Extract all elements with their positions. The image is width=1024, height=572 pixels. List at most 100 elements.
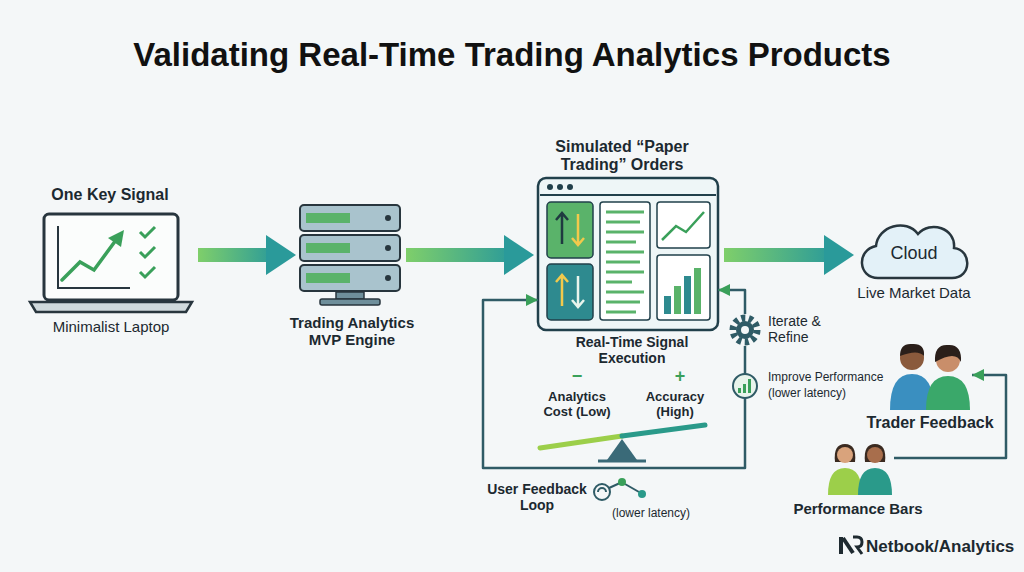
dashboard-illustration-part	[556, 275, 568, 306]
logo-mark-part	[843, 538, 853, 553]
laptop-illustration-part	[140, 267, 155, 277]
laptop-illustration-part	[140, 227, 155, 237]
diagram-node: Iterate & Refine	[729, 314, 761, 346]
dashboard-illustration-part	[664, 296, 671, 314]
node-label: Trading Analytics MVP Engine	[277, 314, 427, 349]
feedback-icon-part	[618, 478, 626, 486]
node-label: Iterate & Refine	[768, 313, 848, 345]
feedback-icon-part	[594, 484, 610, 500]
gear-icon-part	[733, 318, 757, 342]
feedback-icon-part	[598, 488, 606, 492]
diagram-node: Improve Performance(lower latency)	[733, 374, 757, 398]
dashboard-illustration	[538, 178, 718, 330]
balance-seesaw-part	[607, 439, 637, 460]
feedback-icon	[594, 478, 646, 500]
diagram-node: Trader Feedback	[888, 340, 972, 410]
performance-icon-part	[733, 374, 757, 398]
free-label: Netbook/Analytics	[866, 537, 1016, 557]
performance-people-part	[828, 468, 862, 495]
dashboard-illustration-part	[557, 184, 563, 190]
performance-icon-part	[748, 379, 751, 393]
trader-people-part	[935, 345, 961, 362]
loop-connector	[718, 290, 745, 314]
server-illustration-part	[306, 273, 350, 283]
server-illustration-part	[336, 292, 364, 299]
dashboard-illustration-part	[657, 255, 710, 320]
dashboard-illustration-part	[606, 212, 644, 312]
server-illustration-part	[306, 243, 350, 253]
laptop-illustration-part	[44, 214, 178, 300]
node-label: Live Market Data	[839, 284, 989, 301]
server-illustration-part	[306, 213, 350, 223]
performance-people-part	[867, 447, 883, 463]
dashboard-illustration-part	[547, 184, 553, 190]
laptop-illustration-part	[108, 230, 124, 247]
laptop-illustration	[30, 214, 192, 312]
laptop-illustration-part	[140, 247, 155, 257]
diagram-node: Simulated “Paper Trading” OrdersReal-Tim…	[538, 178, 718, 330]
gear-icon-part	[736, 321, 754, 339]
cloud-illustration-part	[862, 225, 967, 278]
free-label: User Feedback Loop	[482, 481, 592, 513]
dashboard-illustration-part	[556, 213, 568, 244]
dashboard-illustration-part	[540, 194, 716, 196]
performance-people-part	[837, 447, 853, 463]
dashboard-illustration-part	[600, 202, 650, 320]
laptop-illustration-part	[30, 302, 192, 312]
logo-mark	[839, 537, 862, 554]
dashboard-illustration-part	[657, 202, 710, 248]
dashboard-illustration-part	[684, 276, 691, 314]
node-label: Trader Feedback	[863, 414, 997, 432]
balance-seesaw-part	[598, 460, 646, 463]
feedback-icon-part	[609, 483, 620, 488]
balance-seesaw-part	[540, 436, 622, 448]
server-illustration	[300, 205, 400, 305]
logo-mark-part	[853, 537, 862, 554]
dashboard-illustration-part	[572, 276, 584, 307]
balance-seesaw	[540, 425, 705, 461]
trader-people-part	[926, 376, 970, 410]
node-label: Real-Time Signal Execution	[557, 334, 707, 366]
trader-people	[890, 344, 970, 410]
laptop-illustration-part	[62, 240, 116, 280]
diagram-node: Trading Analytics MVP Engine	[300, 205, 400, 305]
dashboard-illustration-part	[547, 264, 593, 320]
performance-people	[828, 444, 892, 495]
free-label: Accuracy (High)	[635, 390, 715, 420]
diagram-node: One Key SignalMinimalist Laptop	[30, 212, 192, 312]
free-label: (lower latency)	[612, 507, 722, 521]
node-label: Cloud	[874, 243, 954, 264]
node-label: Simulated “Paper Trading” Orders	[542, 138, 702, 175]
dashboard-illustration-part	[572, 214, 584, 245]
trader-people-part	[900, 344, 924, 356]
balance-seesaw-part	[622, 425, 705, 436]
performance-people-part	[835, 444, 856, 462]
node-label: Improve Performance	[768, 371, 886, 385]
free-label: −	[567, 366, 587, 387]
server-illustration-part	[385, 215, 391, 221]
server-illustration-part	[300, 205, 400, 231]
node-label: Minimalist Laptop	[31, 318, 191, 335]
node-label: One Key Signal	[35, 186, 185, 204]
server-illustration-part	[300, 265, 400, 291]
node-label: (lower latency)	[768, 387, 886, 401]
performance-icon-part	[738, 388, 741, 393]
server-illustration-part	[320, 299, 380, 305]
flow-arrow	[198, 248, 276, 262]
feedback-icon-part	[625, 484, 639, 492]
server-illustration-part	[300, 235, 400, 261]
dashboard-illustration-part	[674, 286, 681, 314]
free-label: Analytics Cost (Low)	[537, 390, 617, 420]
performance-icon	[733, 374, 757, 398]
gear-icon	[733, 318, 757, 342]
dashboard-illustration-part	[547, 202, 593, 258]
diagram-node: CloudLive Market Data	[858, 222, 970, 278]
feedback-icon-part	[638, 490, 646, 498]
loop-connector	[483, 300, 745, 468]
server-illustration-part	[385, 245, 391, 251]
loop-connector	[744, 346, 747, 374]
performance-people-part	[865, 444, 886, 462]
node-label: Performance Bars	[783, 500, 933, 517]
diagram-title: Validating Real-Time Trading Analytics P…	[0, 36, 1024, 74]
